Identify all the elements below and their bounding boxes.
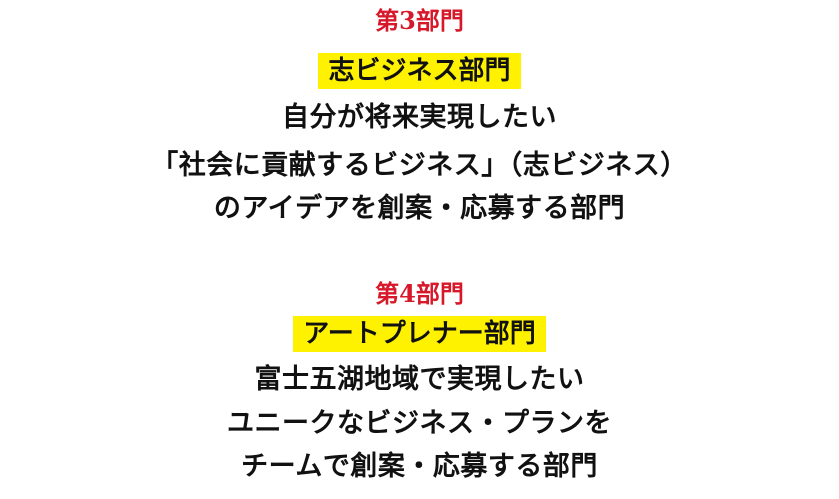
section-3-line-1: 自分が将来実現したい <box>282 102 557 133</box>
section-4-line-2: ユニークなビジネス・プランを <box>227 408 612 439</box>
section-4-line-3: チームで創案・応募する部門 <box>241 451 598 482</box>
section-4-heading: 第4部門 <box>375 279 464 308</box>
section-3-line-2: 「社会に貢献するビジネス」（志ビジネス） <box>151 150 688 181</box>
section-4-title-wrap: アートプレナー部門 <box>0 316 839 352</box>
section-4-line-1: 富士五湖地域で実現したい <box>254 364 585 395</box>
section-3-heading: 第3部門 <box>375 6 464 35</box>
section-3-title-wrap: 志ビジネス部門 <box>0 53 839 89</box>
section-4-title-highlight: アートプレナー部門 <box>293 316 546 352</box>
section-3-line-3: のアイデアを創案・応募する部門 <box>213 193 626 224</box>
section-3-title-highlight: 志ビジネス部門 <box>318 53 521 89</box>
